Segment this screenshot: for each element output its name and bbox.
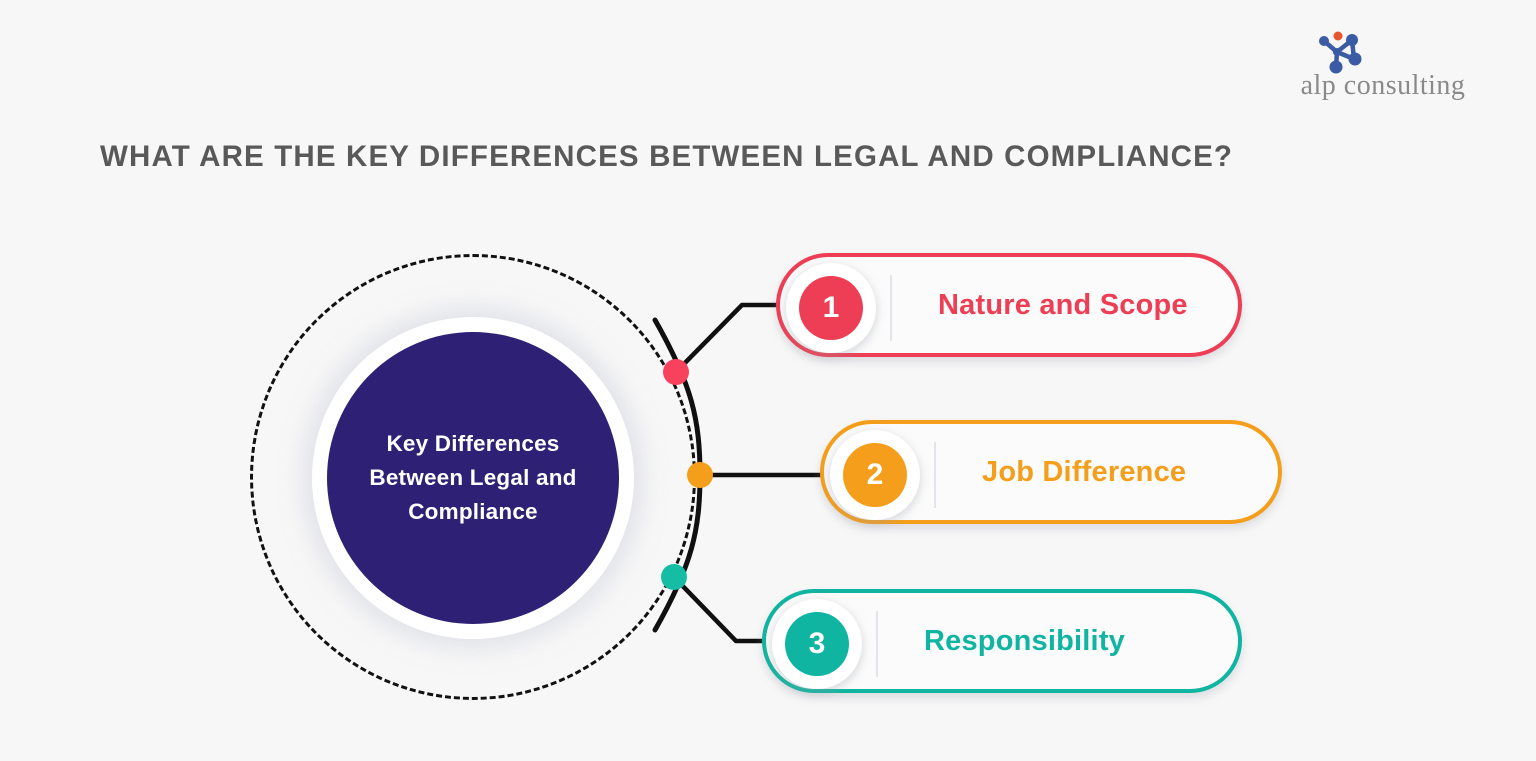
item-card-3[interactable]: 3 Responsibility bbox=[762, 589, 1242, 693]
hub-label: Key Differences Between Legal and Compli… bbox=[369, 431, 577, 524]
item-number-badge-1: 1 bbox=[799, 276, 863, 340]
item-label-3: Responsibility bbox=[924, 624, 1125, 657]
logo-wordmark: alp consulting bbox=[1300, 70, 1466, 101]
item-badge-ring-3: 3 bbox=[772, 599, 862, 689]
item-divider-2 bbox=[934, 442, 936, 508]
connector-line-1 bbox=[673, 302, 793, 375]
item-label-1: Nature and Scope bbox=[938, 288, 1188, 321]
item-number-badge-2: 2 bbox=[843, 443, 907, 507]
molecule-icon bbox=[1319, 31, 1362, 74]
page-title: WHAT ARE THE KEY DIFFERENCES BETWEEN LEG… bbox=[100, 140, 1234, 173]
item-label-2: Job Difference bbox=[982, 455, 1187, 488]
item-card-1[interactable]: 1 Nature and Scope bbox=[776, 253, 1242, 357]
item-badge-ring-1: 1 bbox=[786, 263, 876, 353]
hub-center: Key Differences Between Legal and Compli… bbox=[327, 332, 619, 624]
item-badge-ring-2: 2 bbox=[830, 430, 920, 520]
item-card-2[interactable]: 2 Job Difference bbox=[820, 420, 1282, 524]
item-number-badge-3: 3 bbox=[785, 612, 849, 676]
brand-logo: alp consulting bbox=[1283, 28, 1483, 108]
item-divider-1 bbox=[890, 275, 892, 341]
item-divider-3 bbox=[876, 611, 878, 677]
